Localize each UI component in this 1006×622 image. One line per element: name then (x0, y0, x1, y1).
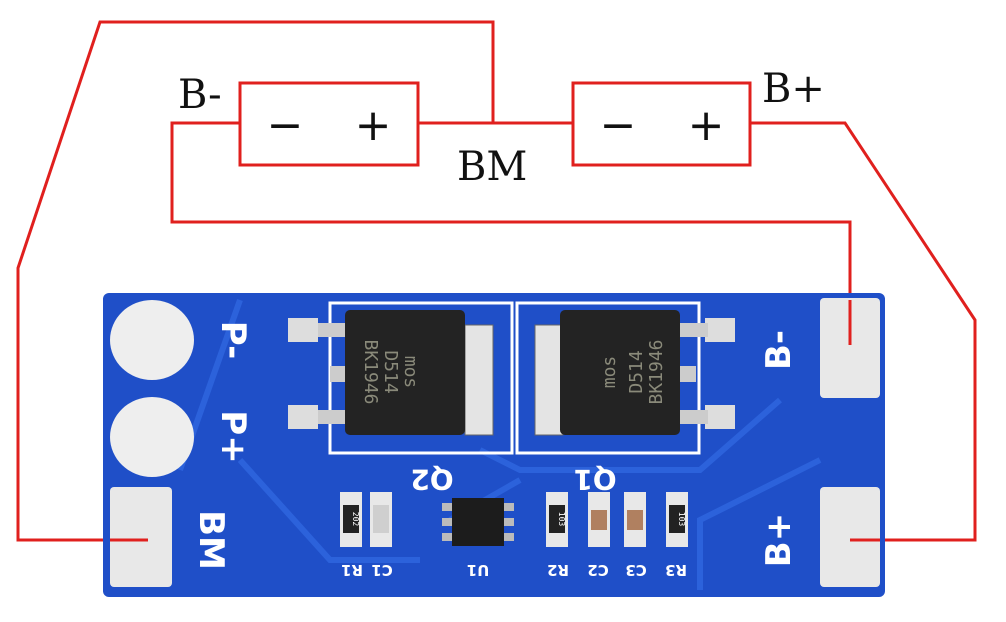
ic-u1: U1 (442, 498, 514, 579)
mosfet-q1: mos D514 BK1946 Q1 (515, 301, 735, 496)
ref-c3: C3 (625, 561, 646, 579)
ref-r3: R3 (665, 561, 687, 579)
r2-code: 103 (557, 512, 566, 527)
wire-b-minus (170, 121, 852, 345)
cell-plus: + (688, 100, 725, 151)
battery-cell-2: − + (571, 81, 752, 167)
q1-line1: D514 (626, 350, 647, 393)
wire-bm (16, 20, 495, 542)
component-refs: R1 C1 R2 C2 C3 R3 (341, 561, 687, 579)
silk-b-minus: B- (759, 330, 799, 370)
cell-plus: + (355, 100, 392, 151)
wires (16, 20, 977, 542)
wire-b-plus (750, 121, 977, 542)
r3-code: 103 (677, 512, 686, 527)
pad-bm (110, 487, 172, 587)
mosfet-q2: BK1946 D514 mos Q2 (288, 301, 514, 496)
pcb-board: P- P+ BM B- B+ BK1946 D514 mos Q2 (103, 293, 885, 597)
label-b-minus: B- (178, 72, 222, 118)
pad-b-plus (820, 487, 880, 587)
silk-p-minus: P- (213, 321, 253, 359)
q1-logo: mos (599, 356, 620, 389)
silk-p-plus: P+ (213, 410, 253, 463)
pad-b-minus (820, 298, 880, 398)
label-bm: BM (457, 144, 527, 190)
passives: 202 103 103 (340, 492, 688, 547)
q2-line1: D514 (380, 350, 401, 393)
q2-ref: Q2 (410, 463, 453, 496)
silk-bm: BM (191, 510, 231, 570)
cell-minus: − (267, 100, 304, 151)
r1-code: 202 (351, 512, 360, 527)
pad-p-plus (110, 397, 194, 477)
q2-line2: BK1946 (360, 339, 381, 404)
ref-r2: R2 (547, 561, 569, 579)
ref-c1: C1 (371, 561, 392, 579)
cell-minus: − (600, 100, 637, 151)
q1-ref: Q1 (573, 463, 616, 496)
pad-p-minus (110, 300, 194, 380)
ref-c2: C2 (587, 561, 608, 579)
q1-line2: BK1946 (646, 339, 667, 404)
ref-r1: R1 (341, 561, 363, 579)
silk-b-plus: B+ (759, 513, 799, 567)
u1-ref: U1 (467, 561, 490, 579)
label-b-plus: B+ (762, 66, 825, 112)
battery-cell-1: − + (238, 81, 420, 167)
q2-logo: mos (400, 356, 421, 389)
